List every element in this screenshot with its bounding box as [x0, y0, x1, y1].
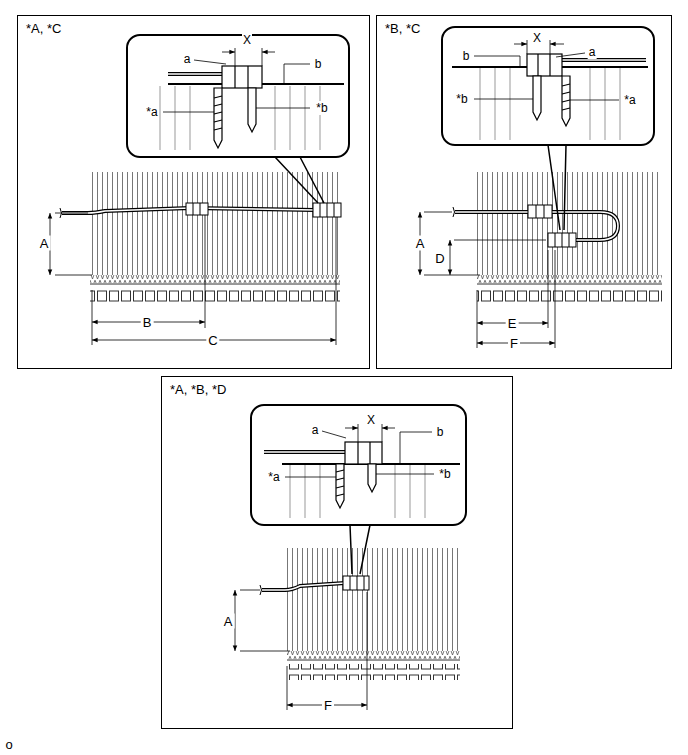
dimension-label: D: [433, 251, 446, 266]
dimension-label: B: [141, 315, 154, 330]
view-heading: *B, *C: [385, 22, 420, 36]
part-label: *b: [315, 101, 328, 115]
part-label: b: [436, 425, 445, 439]
dimension-label: F: [322, 698, 334, 713]
dimension-label: A: [414, 236, 427, 251]
part-label: a: [183, 52, 192, 66]
view-heading: *A, *B, *D: [170, 383, 226, 397]
part-label: *a: [145, 105, 158, 119]
part-label: a: [311, 423, 320, 437]
view-heading: *A, *C: [26, 22, 61, 36]
dimension-label: A: [222, 614, 235, 629]
part-label: b: [462, 49, 471, 63]
view-panel: *A, *C a Xb *a *b: [17, 15, 370, 369]
part-label: *a: [623, 93, 636, 107]
part-label: *b: [438, 467, 451, 481]
dimension-label: E: [506, 316, 519, 331]
part-label: *a: [267, 470, 280, 484]
callout-bubble: a Xb *a *b: [250, 404, 467, 526]
part-label: a: [588, 45, 597, 59]
callout-bubble: a Xb *a *b: [126, 34, 350, 158]
callout-bubble: Xa b *b *a: [441, 26, 655, 146]
part-label: b: [314, 57, 323, 71]
dimension-label: X: [366, 413, 376, 427]
part-label: *b: [455, 92, 468, 106]
dimension-label: A: [38, 236, 51, 251]
dimension-label: X: [242, 33, 252, 47]
dimension-label: F: [508, 336, 520, 351]
view-panel: *A, *B, *D a Xb *a *b: [161, 376, 513, 729]
dimension-label: C: [206, 333, 219, 348]
dimension-label: X: [532, 31, 542, 45]
view-panel: *B, *C Xa b *b *a: [376, 15, 672, 369]
figure-code: o: [3, 737, 14, 752]
